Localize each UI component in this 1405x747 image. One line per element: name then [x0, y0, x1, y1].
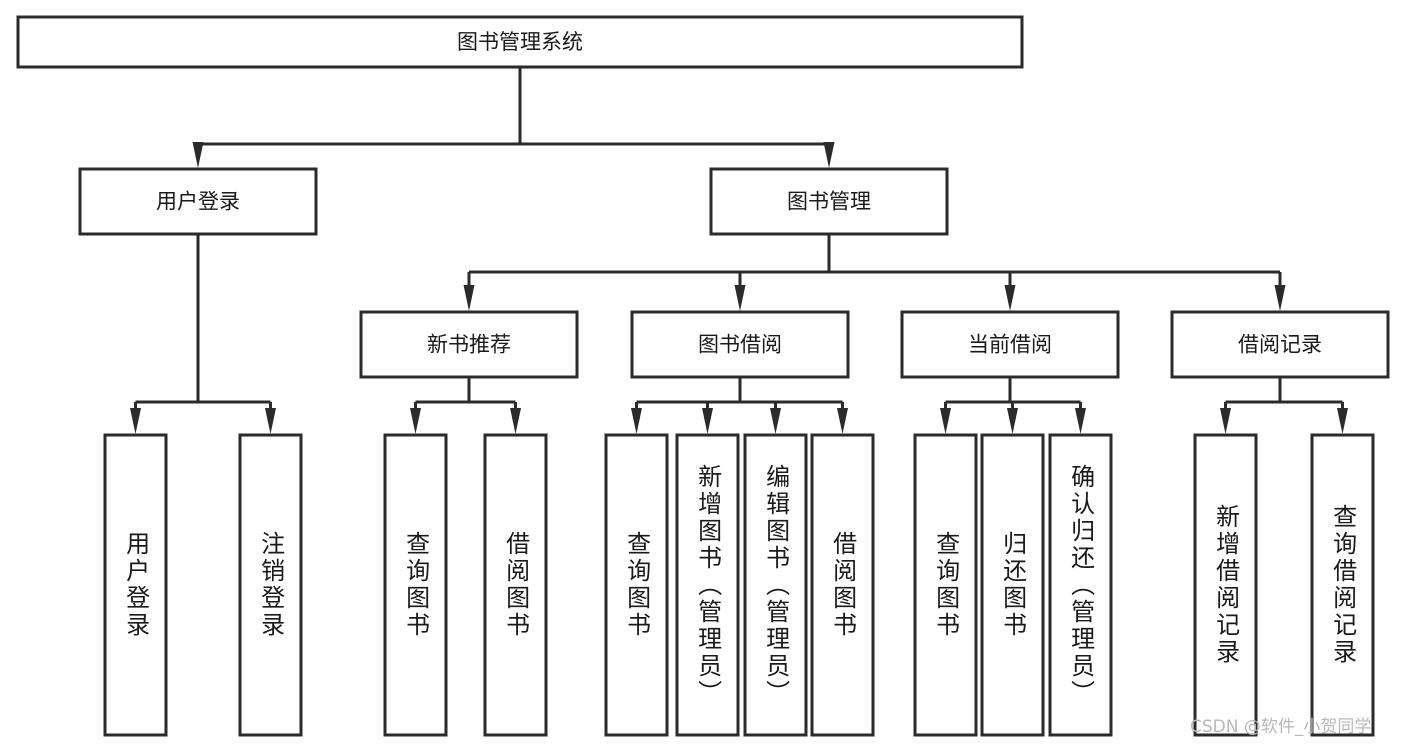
- node-leaf-7[interactable]: [810, 433, 875, 737]
- arrow-head-leaf-11: [1220, 408, 1231, 434]
- node-leaf-2-rect: [383, 433, 448, 737]
- arrow-head-leaf-1: [265, 408, 276, 434]
- node-l3-图书借阅-rect: [630, 310, 850, 379]
- node-l3-图书借阅[interactable]: 图书借阅: [630, 310, 850, 379]
- arrow-head-leaf-0: [130, 408, 141, 434]
- node-leaf-5[interactable]: [675, 433, 740, 737]
- arrow-head-leaf-4: [631, 408, 642, 434]
- arrow-head-leaf-9: [1007, 408, 1018, 434]
- node-l3-借阅记录-label: 借阅记录: [1238, 333, 1322, 357]
- node-l3-当前借阅-label: 当前借阅: [968, 333, 1052, 357]
- arrow-head-l3-1: [734, 285, 746, 311]
- arrow-head-leaf-5: [702, 408, 713, 434]
- node-leaf-6[interactable]: [743, 433, 808, 737]
- node-leaf-9[interactable]: [980, 433, 1045, 737]
- node-leaf-8[interactable]: [913, 433, 978, 737]
- arrow-head-l3-0: [463, 285, 475, 311]
- arrow-head-leaf-12: [1337, 408, 1348, 434]
- node-leaf-5-rect: [675, 433, 740, 737]
- node-leaf-12-rect: [1310, 433, 1375, 737]
- node-l2-图书管理-label: 图书管理: [787, 190, 871, 214]
- node-leaf-6-rect: [743, 433, 808, 737]
- node-leaf-12[interactable]: [1310, 433, 1375, 737]
- node-l2-图书管理-rect: [709, 167, 949, 236]
- node-l2-用户登录-label: 用户登录: [156, 190, 240, 214]
- node-l3-图书借阅-label: 图书借阅: [698, 333, 782, 357]
- node-leaf-3-rect: [483, 433, 548, 737]
- arrow-head-leaf-8: [940, 408, 951, 434]
- node-leaf-10-rect: [1048, 433, 1113, 737]
- arrow-head-leaf-6: [770, 408, 781, 434]
- node-leaf-2[interactable]: [383, 433, 448, 737]
- node-leaf-11[interactable]: [1193, 433, 1258, 737]
- node-leaf-0-rect: [103, 433, 168, 737]
- node-root-label: 图书管理系统: [457, 30, 583, 54]
- node-leaf-11-rect: [1193, 433, 1258, 737]
- node-l3-新书推荐[interactable]: 新书推荐: [359, 310, 579, 379]
- node-l3-新书推荐-label: 新书推荐: [427, 333, 511, 357]
- arrow-head-l3-3: [1274, 285, 1286, 311]
- node-root-rect: [16, 15, 1024, 69]
- node-root[interactable]: 图书管理系统: [16, 15, 1024, 69]
- node-l2-用户登录[interactable]: 用户登录: [78, 167, 318, 236]
- node-leaf-0[interactable]: [103, 433, 168, 737]
- node-leaf-9-rect: [980, 433, 1045, 737]
- arrow-head-l2-1: [823, 142, 835, 168]
- arrow-head-leaf-2: [410, 408, 421, 434]
- arrow-head-leaf-3: [510, 408, 521, 434]
- arrow-head-leaf-7: [837, 408, 848, 434]
- node-leaf-10[interactable]: [1048, 433, 1113, 737]
- node-l3-新书推荐-rect: [359, 310, 579, 379]
- node-l3-当前借阅[interactable]: 当前借阅: [900, 310, 1120, 379]
- node-l3-当前借阅-rect: [900, 310, 1120, 379]
- node-leaf-4-rect: [604, 433, 669, 737]
- node-leaf-4[interactable]: [604, 433, 669, 737]
- node-l2-用户登录-rect: [78, 167, 318, 236]
- node-leaf-3[interactable]: [483, 433, 548, 737]
- node-leaf-7-rect: [810, 433, 875, 737]
- node-leaf-1-rect: [238, 433, 303, 737]
- arrow-head-leaf-10: [1075, 408, 1086, 434]
- arrow-head-l3-2: [1004, 285, 1016, 311]
- node-leaf-8-rect: [913, 433, 978, 737]
- node-leaf-1[interactable]: [238, 433, 303, 737]
- node-l2-图书管理[interactable]: 图书管理: [709, 167, 949, 236]
- arrow-head-l2-0: [192, 142, 204, 168]
- node-l3-借阅记录-rect: [1170, 310, 1390, 379]
- csdn-watermark: CSDN @软件_小贺同学: [1190, 717, 1372, 737]
- connectors-layer: [130, 67, 1348, 434]
- node-l3-借阅记录[interactable]: 借阅记录: [1170, 310, 1390, 379]
